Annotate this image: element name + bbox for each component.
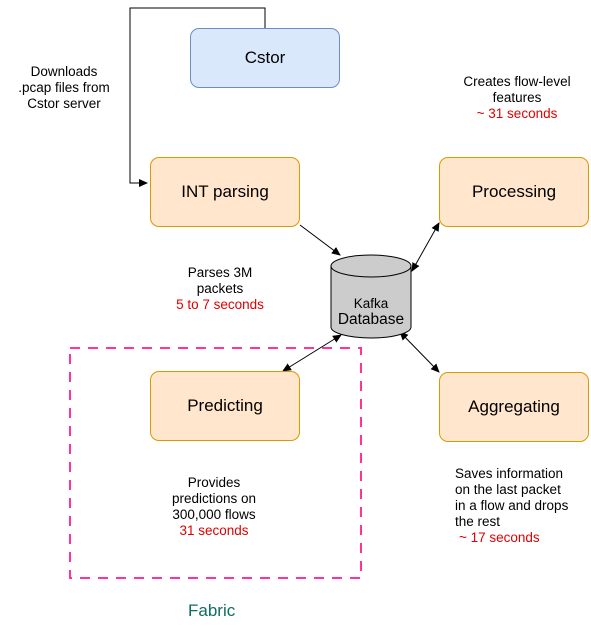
database-label-line1: Kafka <box>353 296 389 311</box>
database-label: Kafka Database <box>331 296 411 328</box>
creates-note-line: Creates flow-level <box>463 74 571 89</box>
provides-note-line: 300,000 flows <box>172 507 256 522</box>
fabric-region <box>69 347 362 579</box>
provides-note-line: predictions on <box>171 491 257 506</box>
fabric-label: Fabric <box>188 601 236 620</box>
parses-note-line: packets <box>196 281 244 296</box>
provides-note-time: 31 seconds <box>179 523 249 538</box>
creates-note: Creates flow-level features ~ 31 seconds <box>446 74 588 122</box>
int-parsing-node: INT parsing <box>150 157 300 227</box>
saves-note-line: the rest <box>455 514 501 529</box>
aggregating-node: Aggregating <box>439 372 589 442</box>
db-processing-arrow <box>411 222 440 272</box>
cstor-node: Cstor <box>190 28 340 88</box>
parses-note-line: Parses 3M <box>187 265 253 280</box>
db-aggregating-arrow <box>399 331 440 373</box>
saves-note-line: on the last packet <box>455 482 561 497</box>
saves-note-time: ~ 17 seconds <box>459 530 540 545</box>
database-label-line2: Database <box>337 311 405 328</box>
creates-note-line: features <box>492 90 542 105</box>
processing-node: Processing <box>439 157 589 227</box>
parses-note-time: 5 to 7 seconds <box>176 297 264 312</box>
db-predicting-arrow <box>282 334 342 372</box>
predicting-node: Predicting <box>150 371 300 441</box>
saves-note-line: in a flow and drops <box>455 498 569 513</box>
kafka-database-icon <box>330 254 412 339</box>
provides-note-line: Provides <box>187 475 241 490</box>
downloads-note: Downloads .pcap files from Cstor server <box>4 64 124 112</box>
downloads-note-line: Cstor server <box>27 96 101 111</box>
int-to-db-arrow <box>299 224 341 256</box>
parses-note: Parses 3M packets 5 to 7 seconds <box>160 265 280 313</box>
saves-note-line: Saves information <box>455 466 564 481</box>
provides-note: Provides predictions on 300,000 flows 31… <box>154 475 274 539</box>
downloads-note-line: .pcap files from <box>18 80 110 95</box>
cstor-to-int-connector <box>129 7 266 187</box>
saves-note: Saves information on the last packet in … <box>455 466 590 546</box>
creates-note-time: ~ 31 seconds <box>476 106 558 121</box>
downloads-note-line: Downloads <box>30 64 98 79</box>
